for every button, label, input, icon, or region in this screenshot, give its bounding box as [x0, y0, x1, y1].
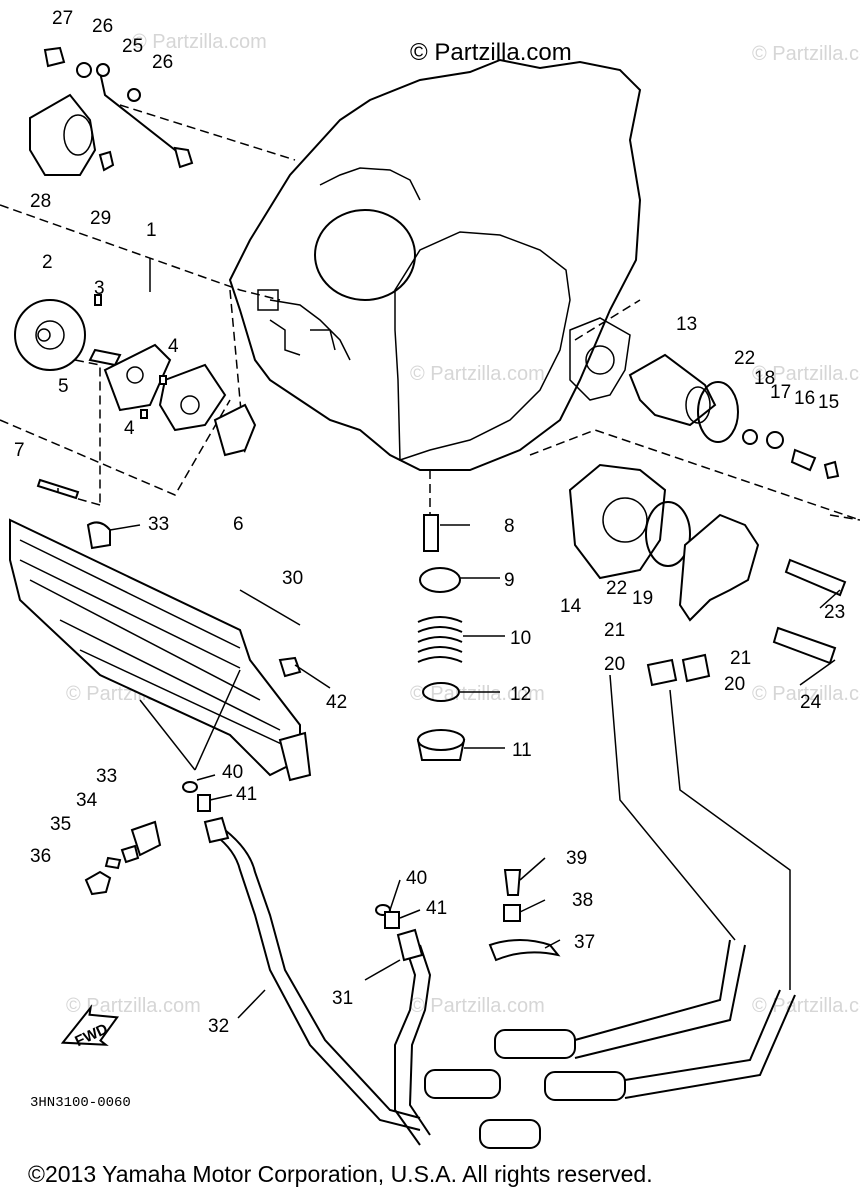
callout-label: 39: [566, 848, 587, 869]
callout-label: 29: [90, 208, 111, 229]
callout-label: 35: [50, 814, 71, 835]
callout-label: 40: [406, 868, 427, 889]
callout-label: 15: [818, 392, 839, 413]
callout-label: 26: [152, 52, 173, 73]
callout-label: 2: [42, 252, 53, 273]
watermark: © Partzilla.com: [410, 683, 545, 705]
leader-lines: [109, 524, 841, 1019]
callout-label: 26: [92, 16, 113, 37]
watermark: © Partzilla.com: [752, 683, 860, 705]
callout-label: 41: [236, 784, 257, 805]
watermark-main: © Partzilla.com: [410, 39, 572, 66]
watermark: © Partzilla.com: [132, 31, 267, 53]
callout-label: 21: [730, 648, 751, 669]
callout-label: 12: [510, 684, 531, 705]
watermark: © Partzilla.com: [66, 995, 201, 1017]
callout-label: 28: [30, 191, 51, 212]
watermark: © Partzilla.com: [410, 363, 545, 385]
callout-label: 36: [30, 846, 51, 867]
callout-label: 1: [146, 220, 157, 241]
watermark-layer: © Partzilla.com © Partzilla.com © Partzi…: [66, 31, 860, 1017]
callout-label: 33: [96, 766, 117, 787]
callout-label: 10: [510, 628, 531, 649]
callout-label: 17: [770, 382, 791, 403]
oil-filter-group: [568, 317, 847, 665]
callout-label: 6: [233, 514, 244, 535]
callout-label: 38: [572, 890, 593, 911]
callout-label: 4: [168, 336, 179, 357]
callout-label: 40: [222, 762, 243, 783]
oil-pump-assembly: [14, 294, 257, 500]
oil-cooler: [9, 518, 312, 782]
callout-label: 20: [724, 674, 745, 695]
callout-label: 13: [676, 314, 697, 335]
callout-label: 22: [734, 348, 755, 369]
callout-label: 42: [326, 692, 347, 713]
hardware-bits: [84, 781, 561, 962]
callout-label: 30: [282, 568, 303, 589]
relief-valve-stack: [416, 514, 466, 761]
copyright: ©2013 Yamaha Motor Corporation, U.S.A. A…: [28, 1161, 653, 1187]
oil-pipe-parts: [29, 46, 194, 176]
callout-label: 34: [76, 790, 98, 811]
callout-label: 31: [332, 988, 353, 1009]
callout-label: 14: [560, 596, 582, 617]
callout-label: 20: [604, 654, 625, 675]
callout-label: 22: [606, 578, 627, 599]
callout-label: 27: [52, 8, 73, 29]
callout-label: 7: [14, 440, 25, 461]
callout-label: 32: [208, 1016, 229, 1037]
callout-label: 3: [94, 278, 105, 299]
callout-label: 5: [58, 376, 69, 397]
callout-label: 18: [754, 368, 775, 389]
callout-label: 33: [148, 514, 169, 535]
callout-label: 19: [632, 588, 653, 609]
callout-label: 24: [800, 692, 822, 713]
callout-label: 21: [604, 620, 625, 641]
guide-lines: [0, 104, 860, 521]
crankcase-cover: [228, 58, 642, 471]
callout-label: 16: [794, 388, 815, 409]
watermark: © Partzilla.com: [410, 995, 545, 1017]
callout-label: 4: [124, 418, 135, 439]
callout-label: 25: [122, 36, 143, 57]
callout-label: 8: [504, 516, 515, 537]
callout-label: 37: [574, 932, 595, 953]
diagram-code: 3HN3100-0060: [30, 1095, 131, 1111]
callout-label: 9: [504, 570, 515, 591]
watermark: © Partzilla.com: [752, 995, 860, 1017]
watermark: © Partzilla.com: [752, 43, 860, 65]
callout-labels: 27 26 25 26 28 29 1 2 3 4 5 4 7 6 13 22 …: [14, 8, 845, 1037]
watermark: © Partzilla.com: [752, 363, 860, 385]
callout-label: 41: [426, 898, 447, 919]
oil-hoses: [203, 653, 796, 1149]
callout-label: 23: [824, 602, 845, 623]
callout-label: 11: [512, 740, 532, 761]
